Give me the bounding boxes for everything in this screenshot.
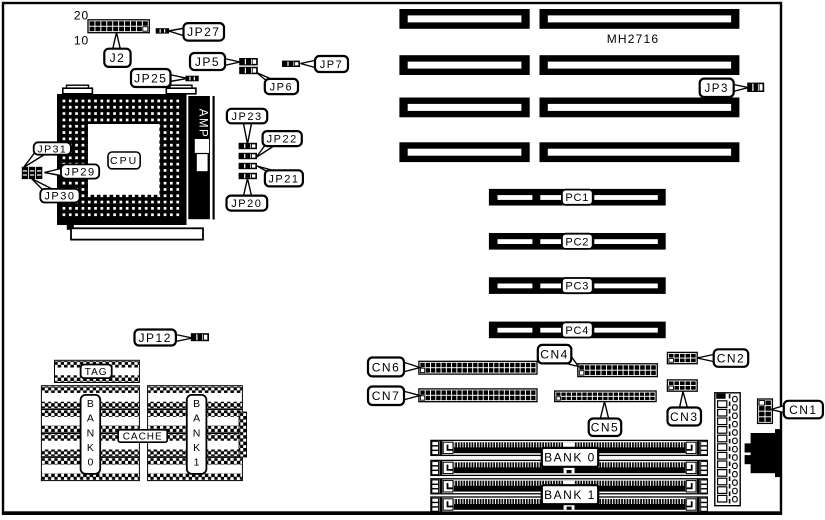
svg-text:J2: J2 xyxy=(110,51,126,65)
svg-text:PC1: PC1 xyxy=(565,192,589,204)
svg-text:PC3: PC3 xyxy=(565,281,589,293)
svg-text:A: A xyxy=(193,413,200,425)
svg-text:K: K xyxy=(87,442,94,454)
svg-text:N: N xyxy=(87,427,95,439)
svg-text:JP22: JP22 xyxy=(267,134,298,146)
svg-text:BANK 0: BANK 0 xyxy=(544,451,596,465)
svg-text:JP5: JP5 xyxy=(195,55,220,69)
svg-text:1: 1 xyxy=(194,457,200,469)
svg-text:TAG: TAG xyxy=(85,367,108,378)
svg-text:JP3: JP3 xyxy=(705,83,729,95)
svg-text:20: 20 xyxy=(74,9,89,23)
svg-text:JP7: JP7 xyxy=(320,59,343,71)
svg-text:10: 10 xyxy=(74,34,89,48)
svg-text:JP30: JP30 xyxy=(44,191,75,203)
svg-text:BANK 1: BANK 1 xyxy=(544,488,596,502)
svg-text:A: A xyxy=(87,413,94,425)
svg-text:AMP: AMP xyxy=(196,109,208,138)
svg-text:CN3: CN3 xyxy=(670,410,699,424)
svg-text:K: K xyxy=(193,442,200,454)
svg-text:CN4: CN4 xyxy=(540,347,569,361)
svg-text:B: B xyxy=(87,398,94,410)
svg-text:PC2: PC2 xyxy=(565,236,589,248)
svg-text:JP27: JP27 xyxy=(187,25,220,39)
svg-text:JP29: JP29 xyxy=(65,166,96,178)
svg-text:JP25: JP25 xyxy=(134,71,167,85)
svg-text:CN1: CN1 xyxy=(789,403,818,417)
svg-text:JP21: JP21 xyxy=(268,173,299,185)
svg-text:CPU: CPU xyxy=(110,155,138,167)
svg-text:CN5: CN5 xyxy=(591,421,620,435)
svg-text:PC4: PC4 xyxy=(565,325,589,337)
svg-text:B: B xyxy=(193,398,200,410)
svg-text:MH2716: MH2716 xyxy=(607,32,660,46)
svg-text:JP23: JP23 xyxy=(232,111,263,123)
svg-text:CN7: CN7 xyxy=(372,389,401,403)
svg-text:CN6: CN6 xyxy=(372,360,401,374)
svg-text:N: N xyxy=(193,427,201,439)
svg-text:JP12: JP12 xyxy=(139,331,172,345)
svg-text:JP6: JP6 xyxy=(270,81,293,93)
svg-text:CN2: CN2 xyxy=(717,351,746,365)
svg-text:JP20: JP20 xyxy=(231,198,262,210)
svg-text:JP31: JP31 xyxy=(37,143,67,155)
svg-text:CACHE: CACHE xyxy=(123,432,163,443)
svg-text:0: 0 xyxy=(87,457,93,469)
